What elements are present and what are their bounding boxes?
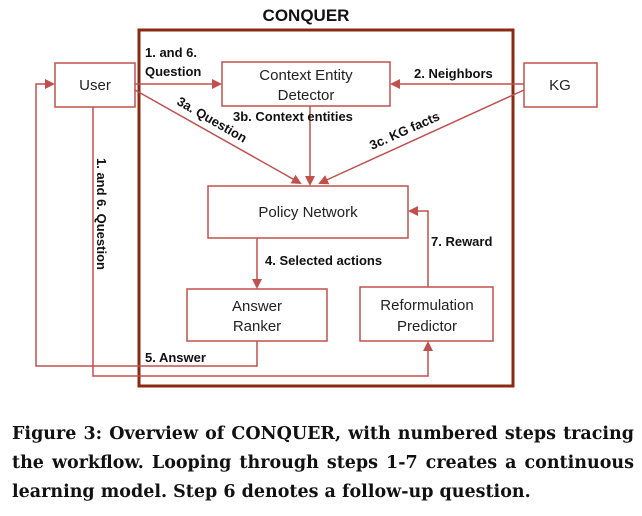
- label-step-1-6-vertical: 1. and 6. Question: [94, 158, 109, 270]
- label-step-1-6-line2: Question: [145, 64, 201, 79]
- context-entity-detector-label-line1: Context Entity: [259, 67, 353, 84]
- policy-network-node: [207, 185, 409, 239]
- edge-predictor-to-policy: [408, 206, 429, 287]
- context-entity-detector-label-line2: Detector: [278, 87, 335, 104]
- reformulation-predictor-label-line2: Predictor: [397, 318, 457, 335]
- label-step-1-6-line1: 1. and 6.: [145, 45, 197, 60]
- label-step-2: 2. Neighbors: [414, 66, 493, 81]
- caption-rest: , with numbered steps tracing the workfl…: [12, 424, 634, 502]
- answer-ranker-label-line2: Ranker: [233, 318, 281, 335]
- label-step-7: 7. Reward: [431, 234, 492, 249]
- reformulation-predictor-node: [359, 286, 494, 342]
- edge-user-to-policy: [134, 89, 302, 184]
- figure-caption: Figure 3: Overview of CONQUER, with numb…: [12, 420, 634, 507]
- context-entity-detector-node: [221, 61, 391, 107]
- label-step-3c: 3c. KG facts: [367, 108, 442, 152]
- answer-ranker-label-line1: Answer: [232, 298, 282, 315]
- reformulation-predictor-label-line1: Reformulation: [380, 297, 473, 314]
- kg-label: KG: [549, 77, 571, 94]
- edge-ranker-to-user: [35, 79, 258, 367]
- caption-lead: Figure 3: Overview of: [12, 424, 232, 444]
- conquer-container: [137, 28, 515, 388]
- label-step-3b: 3b. Context entities: [233, 109, 353, 124]
- user-node: [54, 62, 136, 108]
- user-label: User: [79, 77, 111, 94]
- edge-kg-to-policy: [318, 89, 525, 185]
- diagram-title: CONQUER: [263, 6, 350, 25]
- label-step-4: 4. Selected actions: [265, 253, 382, 268]
- conquer-architecture-diagram: CONQUER User Context Entity Detector KG …: [35, 6, 598, 388]
- kg-node: [523, 62, 598, 108]
- label-step-5: 5. Answer: [145, 350, 206, 365]
- policy-network-label: Policy Network: [258, 204, 358, 221]
- edge-user-to-predictor: [92, 107, 433, 377]
- caption-system-name: CONQUER: [231, 424, 335, 444]
